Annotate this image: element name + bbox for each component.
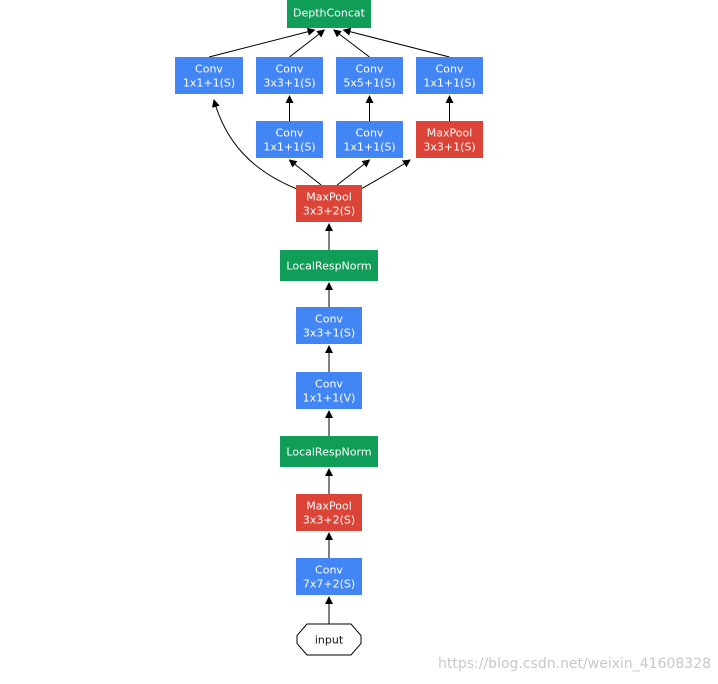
edge-conv-1x1-s-d-to-depth-concat: [342, 27, 450, 58]
edge-conv-5x5-s-to-depth-concat: [333, 29, 370, 58]
conv-box: [256, 121, 323, 158]
node-lrn-1: LocalRespNorm: [280, 436, 378, 467]
pool-box: [296, 494, 362, 531]
conv-box: [296, 558, 362, 595]
node-label-line: Conv: [356, 63, 384, 76]
input-octagon-shape: [296, 623, 362, 656]
node-input: input: [296, 623, 362, 656]
node-label-line: DepthConcat: [293, 7, 366, 20]
conv-box: [175, 57, 243, 94]
edge-conv-1x1-s-a-to-depth-concat: [208, 27, 316, 58]
node-label-line: MaxPool: [427, 127, 473, 140]
edge-maxpool-3x3-s2-b-to-conv-1x1-s-b: [288, 159, 322, 186]
node-label-line: MaxPool: [306, 191, 352, 204]
conv-box: [336, 57, 403, 94]
node-label-line: Conv: [315, 313, 343, 326]
node-depth-concat: DepthConcat: [287, 0, 371, 28]
node-label-line: 3x3+2(S): [303, 514, 355, 527]
edge-maxpool-3x3-s2-b-to-conv-1x1-s-a: [212, 99, 298, 190]
node-label-line: 3x3+2(S): [303, 205, 355, 218]
conv-box: [296, 372, 362, 409]
node-label-line: 1x1+1(V): [303, 392, 356, 405]
norm-box: [280, 436, 378, 467]
node-label-line: MaxPool: [306, 500, 352, 513]
node-label-line: LocalRespNorm: [286, 446, 371, 459]
edge-maxpool-3x3-s2-b-to-conv-1x1-s-c: [336, 159, 371, 186]
node-label-line: Conv: [315, 564, 343, 577]
pool-box: [296, 185, 362, 222]
pool-box: [416, 121, 483, 158]
node-label-line: 3x3+1(S): [263, 77, 315, 90]
node-label-line: 7x7+2(S): [303, 578, 355, 591]
norm-box: [287, 0, 371, 28]
edges-layer: [208, 27, 454, 624]
conv-box: [296, 307, 362, 344]
node-label-line: 1x1+1(S): [183, 77, 235, 90]
conv-box: [336, 121, 403, 158]
node-lrn-2: LocalRespNorm: [280, 250, 378, 281]
node-label-line: Conv: [315, 378, 343, 391]
node-label-line: Conv: [276, 63, 304, 76]
node-label-line: 1x1+1(S): [343, 141, 395, 154]
node-label-line: 5x5+1(S): [343, 77, 395, 90]
node-label-line: input: [315, 634, 344, 647]
node-label-line: Conv: [436, 63, 464, 76]
conv-box: [256, 57, 323, 94]
conv-box: [416, 57, 483, 94]
edge-maxpool-3x3-s2-b-to-maxpool-3x3-s1: [360, 159, 411, 190]
node-label-line: 1x1+1(S): [423, 77, 475, 90]
norm-box: [280, 250, 378, 281]
edge-conv-3x3-s-top-to-depth-concat: [289, 29, 326, 58]
node-label-line: 3x3+1(S): [303, 327, 355, 340]
node-label-line: Conv: [276, 127, 304, 140]
node-label-line: 3x3+1(S): [423, 141, 475, 154]
node-label-line: Conv: [195, 63, 223, 76]
nodes-layer: DepthConcatConv1x1+1(S)Conv3x3+1(S)Conv5…: [175, 0, 483, 656]
node-label-line: LocalRespNorm: [286, 260, 371, 273]
node-label-line: Conv: [356, 127, 384, 140]
node-label-line: 1x1+1(S): [263, 141, 315, 154]
watermark-text: https://blog.csdn.net/weixin_41608328: [438, 656, 712, 672]
